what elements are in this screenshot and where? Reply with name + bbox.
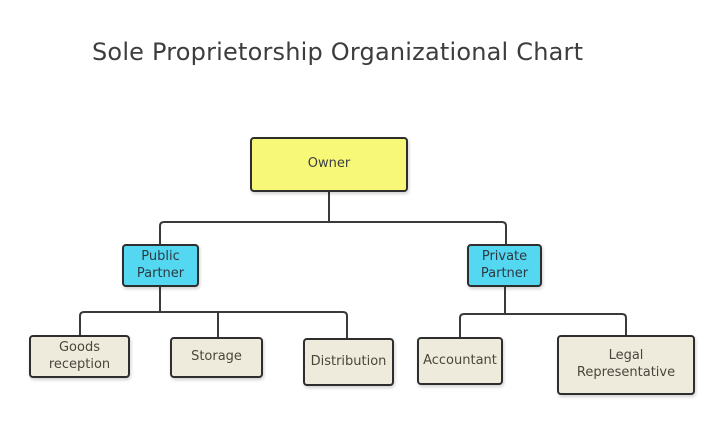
node-owner-label: Owner [307,156,351,172]
node-storage-label: Storage [191,349,242,365]
edge-private-children [459,313,627,338]
node-goods-reception: Goods reception [29,335,130,378]
node-legal-representative-label: Legal Representative [576,348,676,380]
node-private-partner-label: Private Partner [480,248,529,281]
node-goods-reception-label: Goods reception [48,339,111,372]
node-accountant: Accountant [417,337,503,385]
node-storage: Storage [170,337,263,378]
node-public-partner-label: Public Partner [136,248,185,281]
node-legal-representative: Legal Representative [557,335,695,395]
node-distribution: Distribution [303,338,394,386]
edge-public-children [79,311,348,339]
node-owner: Owner [250,137,408,192]
chart-title: Sole Proprietorship Organizational Chart [92,38,584,66]
edge-owner-partners [159,221,507,244]
node-public-partner: Public Partner [122,244,199,287]
node-accountant-label: Accountant [423,352,497,368]
node-distribution-label: Distribution [310,353,387,369]
node-private-partner: Private Partner [467,244,542,287]
